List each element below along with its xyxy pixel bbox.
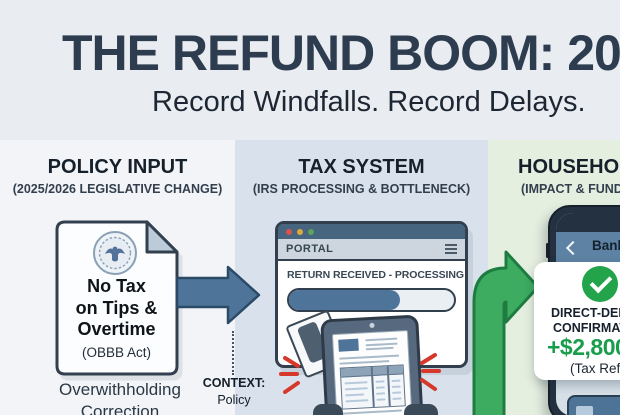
policy-doc-line3: Overtime — [77, 319, 156, 339]
tablet-stand-right — [404, 404, 438, 415]
policy-caption: Overwithholding Correction — [20, 379, 220, 415]
context-connector-line — [232, 331, 234, 375]
deposit-amount-note: (Tax Refund) — [570, 361, 620, 376]
context-label-head: CONTEXT: — [202, 376, 266, 390]
column-header-tax: TAX SYSTEM (IRS PROCESSING & BOTTLENECK) — [235, 156, 488, 196]
portal-progress-fill — [289, 290, 400, 310]
tablet-camera-icon — [369, 322, 375, 329]
column-title-household: HOUSEHOLDS — [518, 156, 620, 178]
policy-caption-line1: Overwithholding — [59, 380, 181, 399]
portal-progress-track — [287, 288, 456, 312]
tablet-stand-left — [313, 404, 343, 415]
deposit-card-line2: CONFIRMATION — [553, 321, 620, 335]
window-dot-yellow-icon — [297, 228, 303, 235]
page-subtitle: Record Windfalls. Record Delays. — [152, 86, 586, 118]
check-circle-icon — [582, 266, 618, 302]
hamburger-icon — [445, 242, 457, 255]
phone-notch — [556, 213, 620, 232]
column-header-household: HOUSEHOLDS (IMPACT & FUNDS) — [518, 156, 620, 196]
banking-app-header: Banking — [556, 232, 620, 263]
phone-side-button — [546, 243, 549, 258]
policy-doc-line2: on Tips & — [75, 297, 158, 318]
window-dot-red-icon — [286, 228, 292, 235]
deposit-card-line1: DIRECT-DEPOSIT — [551, 306, 620, 320]
column-title-tax: TAX SYSTEM — [298, 156, 425, 178]
window-dot-green-icon — [308, 228, 314, 235]
account-balance-card — [567, 395, 620, 415]
chevron-left-icon — [565, 240, 581, 256]
deposit-amount: +$2,800 — [547, 334, 620, 360]
policy-document-text: No Tax on Tips & Overtime (OBBB Act) — [55, 276, 178, 360]
context-label-value: Policy — [217, 393, 251, 407]
policy-caption-line2: Correction — [80, 401, 160, 415]
column-subtitle-household: (IMPACT & FUNDS) — [521, 182, 620, 196]
tax-to-household-arrow — [472, 250, 540, 415]
context-label: CONTEXT: Policy — [184, 376, 284, 407]
red-stress-marks-icon — [279, 353, 441, 394]
policy-doc-act: (OBBB Act) — [81, 344, 152, 360]
policy-doc-line1: No Tax — [87, 276, 146, 296]
column-subtitle-tax: (IRS PROCESSING & BOTTLENECK) — [252, 182, 471, 196]
portal-body: RETURN RECEIVED - PROCESSING — [278, 261, 465, 312]
banking-app-title: Banking — [592, 238, 620, 253]
column-title-policy: POLICY INPUT — [47, 156, 188, 178]
policy-to-tax-arrow — [175, 265, 261, 325]
portal-status-text: RETURN RECEIVED - PROCESSING — [287, 269, 464, 281]
us-government-seal-icon — [93, 231, 137, 275]
account-card-chip — [576, 406, 593, 415]
column-subtitle-policy: (2025/2026 LEGISLATIVE CHANGE) — [12, 182, 223, 196]
page-title: THE REFUND BOOM: 2026 — [62, 25, 620, 81]
portal-toolbar: PORTAL — [278, 239, 465, 261]
column-header-policy: POLICY INPUT (2025/2026 LEGISLATIVE CHAN… — [0, 156, 235, 196]
portal-title: PORTAL — [286, 243, 334, 255]
window-titlebar — [278, 224, 465, 239]
policy-document — [55, 220, 179, 376]
